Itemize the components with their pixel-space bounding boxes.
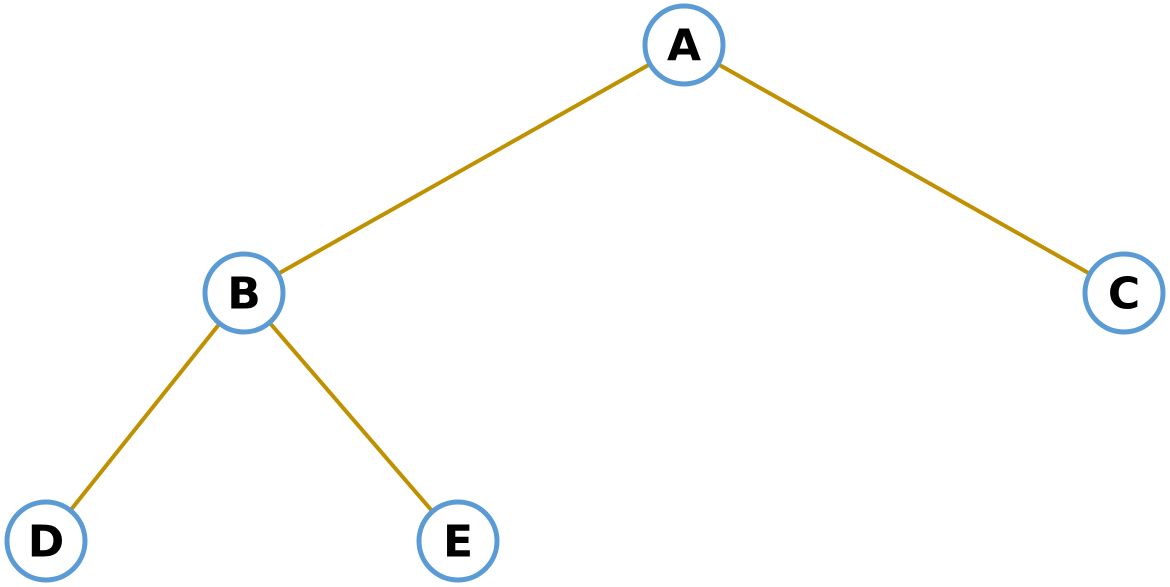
node-b: B <box>202 251 286 335</box>
node-label: E <box>443 517 473 568</box>
nodes-layer: A B C D E <box>4 3 1166 583</box>
node-label: C <box>1108 269 1140 320</box>
node-circle <box>642 3 726 87</box>
node-label: D <box>28 517 65 568</box>
node-circle <box>416 499 500 583</box>
node-d: D <box>4 499 88 583</box>
edge-a-b <box>276 62 652 276</box>
node-label: B <box>227 269 261 320</box>
node-e: E <box>416 499 500 583</box>
node-circle <box>1082 251 1166 335</box>
node-c: C <box>1082 251 1166 335</box>
node-label: A <box>667 21 701 72</box>
edge-b-e <box>267 321 435 513</box>
node-a: A <box>642 3 726 87</box>
node-circle <box>202 251 286 335</box>
edge-b-d <box>68 322 222 512</box>
edges-layer <box>68 62 1092 513</box>
edge-a-c <box>716 62 1092 276</box>
node-circle <box>4 499 88 583</box>
